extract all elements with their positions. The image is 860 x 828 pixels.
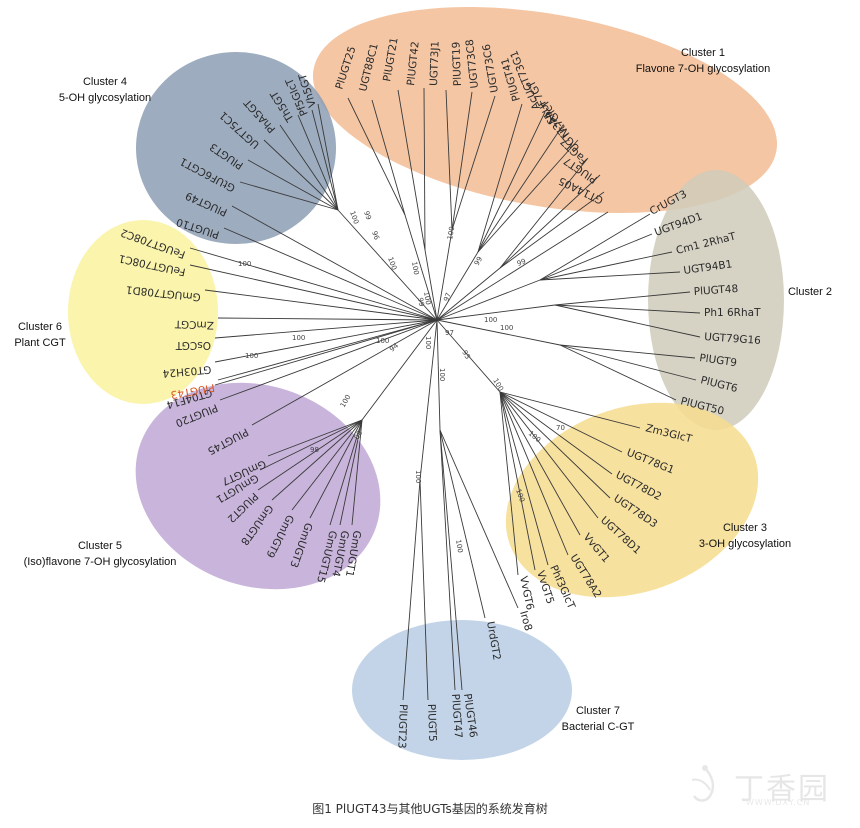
bootstrap-value: 100: [292, 334, 305, 342]
cluster-2-title: Cluster 2: [788, 286, 832, 298]
watermark: 丁香园 WWW.DXY.CN: [672, 760, 852, 810]
bootstrap-value: 99: [416, 297, 425, 307]
bootstrap-value: 95: [460, 349, 471, 361]
leaf-label: PlUGT48: [693, 283, 738, 298]
cluster-1-region: [312, 7, 778, 213]
figure-caption: 图1 PlUGT43与其他UGTs基因的系统发育树: [312, 802, 548, 816]
cluster-4-title: Cluster 4: [83, 76, 127, 88]
leaf-label: PlUGT19: [450, 41, 464, 86]
leaf-label: PlUGT42: [405, 41, 422, 86]
bootstrap-value: 100: [484, 316, 497, 324]
cluster-6-subtitle: Plant CGT: [14, 337, 66, 349]
cluster-5-region: [135, 382, 381, 590]
cluster-labels: Cluster 1 Flavone 7-OH glycosylation Clu…: [14, 47, 832, 733]
phylogenetic-tree: Cluster 1 Flavone 7-OH glycosylation Clu…: [14, 7, 832, 760]
bootstrap-value: 70: [556, 424, 565, 432]
watermark-logo-icon: [691, 765, 715, 802]
bootstrap-value: 94: [388, 341, 400, 353]
cluster-5-title: Cluster 5: [78, 540, 122, 552]
cluster-7-subtitle: Bacterial C-GT: [562, 721, 635, 733]
leaf-label: PlUGT9: [699, 352, 738, 369]
bootstrap-value: 99: [516, 257, 527, 268]
bootstrap-value: 100: [422, 291, 432, 306]
cluster-1-title: Cluster 1: [681, 47, 725, 59]
leaf-label: ZmCGT: [174, 318, 214, 331]
bootstrap-value: 100: [238, 260, 251, 268]
bootstrap-value: 88: [353, 429, 364, 441]
bootstrap-value: 99: [362, 210, 373, 221]
bootstrap-value: 100: [410, 261, 420, 276]
cluster-4-region: [136, 52, 336, 244]
bootstrap-value: 100: [376, 337, 389, 345]
cluster-1-subtitle: Flavone 7-OH glycosylation: [636, 63, 771, 75]
leaf-label: Ph1 6RhaT: [704, 307, 761, 319]
watermark-url: WWW.DXY.CN: [746, 798, 811, 807]
cluster-6-region: [68, 220, 218, 404]
bootstrap-value: 100: [438, 368, 446, 381]
bootstrap-value: 100: [454, 539, 464, 554]
bootstrap-value: 100: [245, 352, 258, 360]
bootstrap-value: 100: [527, 429, 542, 444]
cluster-2-region: [648, 170, 784, 430]
cluster-5-subtitle: (Iso)flavone 7-OH glycosylation: [24, 556, 177, 568]
bootstrap-value: 100: [424, 336, 432, 349]
cluster-6-title: Cluster 6: [18, 321, 62, 333]
cluster-7-title: Cluster 7: [576, 705, 620, 717]
leaf-label: UGT73C8: [464, 39, 481, 89]
bootstrap-value: 96: [370, 230, 381, 242]
bootstrap-value: 97: [445, 329, 454, 337]
leaf-label: PlUGT47: [449, 693, 464, 738]
leaf-label: UGT79G16: [704, 331, 762, 347]
bootstrap-value: 100: [386, 256, 398, 271]
bootstrap-value: 97: [442, 292, 453, 303]
bootstrap-value: 100: [446, 226, 456, 241]
cluster-3-title: Cluster 3: [723, 522, 767, 534]
branches: [189, 87, 701, 701]
bootstrap-value: 99: [473, 255, 484, 267]
bootstrap-value: 100: [500, 324, 513, 332]
watermark-text: 丁香园: [734, 772, 830, 807]
leaf-label: UGT73J1: [428, 41, 442, 86]
cluster-4-subtitle: 5-OH glycosylation: [59, 92, 151, 104]
bootstrap-value: 100: [339, 393, 353, 409]
leaf-label: OsCGT: [175, 339, 211, 351]
bootstrap-value: 98: [310, 446, 319, 454]
leaf-label: GT03H24: [162, 363, 212, 379]
leaf-label: VvGT6: [517, 575, 536, 611]
leaf-label: PlUGT5: [425, 704, 438, 742]
cluster-3-subtitle: 3-OH glycosylation: [699, 538, 791, 550]
cluster-3-region: [505, 402, 759, 598]
bootstrap-value: 100: [414, 470, 422, 483]
leaf-label: PlUGT23: [395, 704, 409, 749]
leaf-label: Iro8: [517, 610, 534, 633]
